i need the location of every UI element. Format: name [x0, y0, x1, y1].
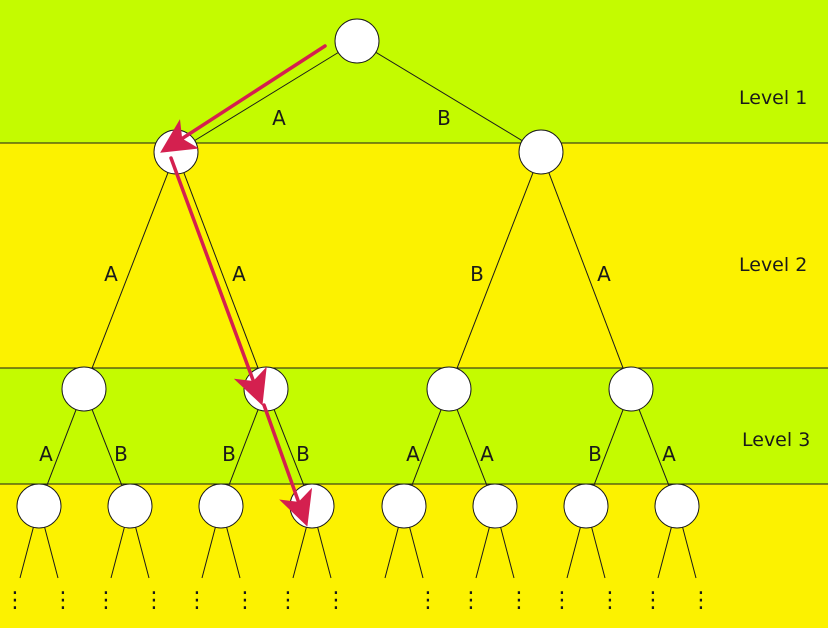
continuation-edge — [226, 527, 241, 579]
tree-edge — [456, 172, 534, 369]
edge-label: B — [470, 262, 484, 286]
continuation-dots: ⋮ — [690, 588, 712, 613]
tree-node — [334, 18, 380, 64]
tree-edge — [194, 52, 339, 141]
tree-edge — [273, 409, 305, 486]
continuation-edge — [384, 527, 399, 579]
continuation-dots: ⋮ ⋮ ⋮ ⋮ ⋮ ⋮ ⋮ ⋮ ⋮ ⋮ ⋮ ⋮ ⋮ ⋮ ⋮ — [4, 588, 712, 613]
continuation-edge — [317, 527, 332, 579]
tree-edge — [638, 409, 670, 486]
continuation-dots: ⋮ — [186, 588, 208, 613]
tree-node — [289, 483, 335, 529]
continuation-dots: ⋮ — [551, 588, 573, 613]
continuation-edge — [135, 527, 150, 579]
continuation-edge — [682, 527, 697, 579]
tree-node — [107, 483, 153, 529]
edge-label: B — [296, 442, 310, 466]
continuation-edge — [292, 527, 307, 579]
continuation-dots: ⋮ — [95, 588, 117, 613]
level-1-label: Level 1 — [739, 87, 807, 109]
edge-label: A — [662, 442, 676, 466]
edge-label: A — [272, 106, 286, 130]
edge-label: A — [39, 442, 53, 466]
tree-edge — [91, 172, 169, 369]
tree-node — [61, 366, 107, 412]
level-3-label: Level 3 — [742, 429, 810, 451]
edge-label: A — [406, 442, 420, 466]
continuation-dots: ⋮ — [325, 588, 347, 613]
continuation-edge — [19, 527, 34, 579]
tree-node — [518, 129, 564, 175]
tree-edge — [548, 172, 624, 369]
band-level-2 — [0, 143, 828, 368]
continuation-edge — [475, 527, 490, 579]
continuation-edge — [201, 527, 216, 579]
continuation-edges — [19, 527, 697, 579]
tree-edge — [183, 172, 259, 369]
edge-label: B — [114, 442, 128, 466]
tree-node — [472, 483, 518, 529]
tree-node — [381, 483, 427, 529]
continuation-dots: ⋮ — [277, 588, 299, 613]
level-labels: Level 1 Level 2 Level 3 — [739, 87, 810, 451]
tree-edge — [375, 51, 523, 142]
tree-edges — [46, 51, 670, 486]
continuation-dots: ⋮ — [508, 588, 530, 613]
continuation-dots: ⋮ — [642, 588, 664, 613]
continuation-dots: ⋮ — [417, 588, 439, 613]
continuation-edge — [110, 527, 125, 579]
highlighted-path — [160, 44, 327, 527]
edge-label: B — [222, 442, 236, 466]
tree-node — [16, 483, 62, 529]
tree-edge — [228, 409, 259, 486]
tree-edge — [46, 409, 77, 486]
continuation-dots: ⋮ — [460, 588, 482, 613]
continuation-dots: ⋮ — [52, 588, 74, 613]
tree-edge — [456, 409, 488, 486]
tree-edge — [593, 409, 624, 486]
continuation-edge — [500, 527, 515, 579]
continuation-edge — [591, 527, 606, 579]
tree-node — [608, 366, 654, 412]
continuation-edge — [657, 527, 672, 579]
tree-node — [654, 483, 700, 529]
edge-label: B — [588, 442, 602, 466]
band-level-1 — [0, 0, 828, 143]
edge-label: A — [232, 262, 246, 286]
edge-label: A — [480, 442, 494, 466]
tree-edge — [91, 409, 123, 486]
path-arrow — [169, 156, 267, 406]
edge-label: A — [104, 262, 118, 286]
tree-node — [198, 483, 244, 529]
continuation-dots: ⋮ — [143, 588, 165, 613]
continuation-edge — [566, 527, 581, 579]
continuation-edge — [409, 527, 424, 579]
continuation-edge — [44, 527, 59, 579]
edge-label: B — [437, 106, 451, 130]
tree-node — [563, 483, 609, 529]
tree-node — [426, 366, 472, 412]
band-level-3 — [0, 368, 828, 484]
continuation-dots: ⋮ — [599, 588, 621, 613]
path-arrow — [262, 403, 313, 527]
edge-labels: A B A A B A A B B B A A B A — [39, 106, 676, 466]
path-arrow — [160, 44, 327, 153]
continuation-dots: ⋮ — [4, 588, 26, 613]
level-2-label: Level 2 — [739, 254, 807, 276]
continuation-dots: ⋮ — [234, 588, 256, 613]
edge-label: A — [597, 262, 611, 286]
tree-edge — [411, 409, 442, 486]
